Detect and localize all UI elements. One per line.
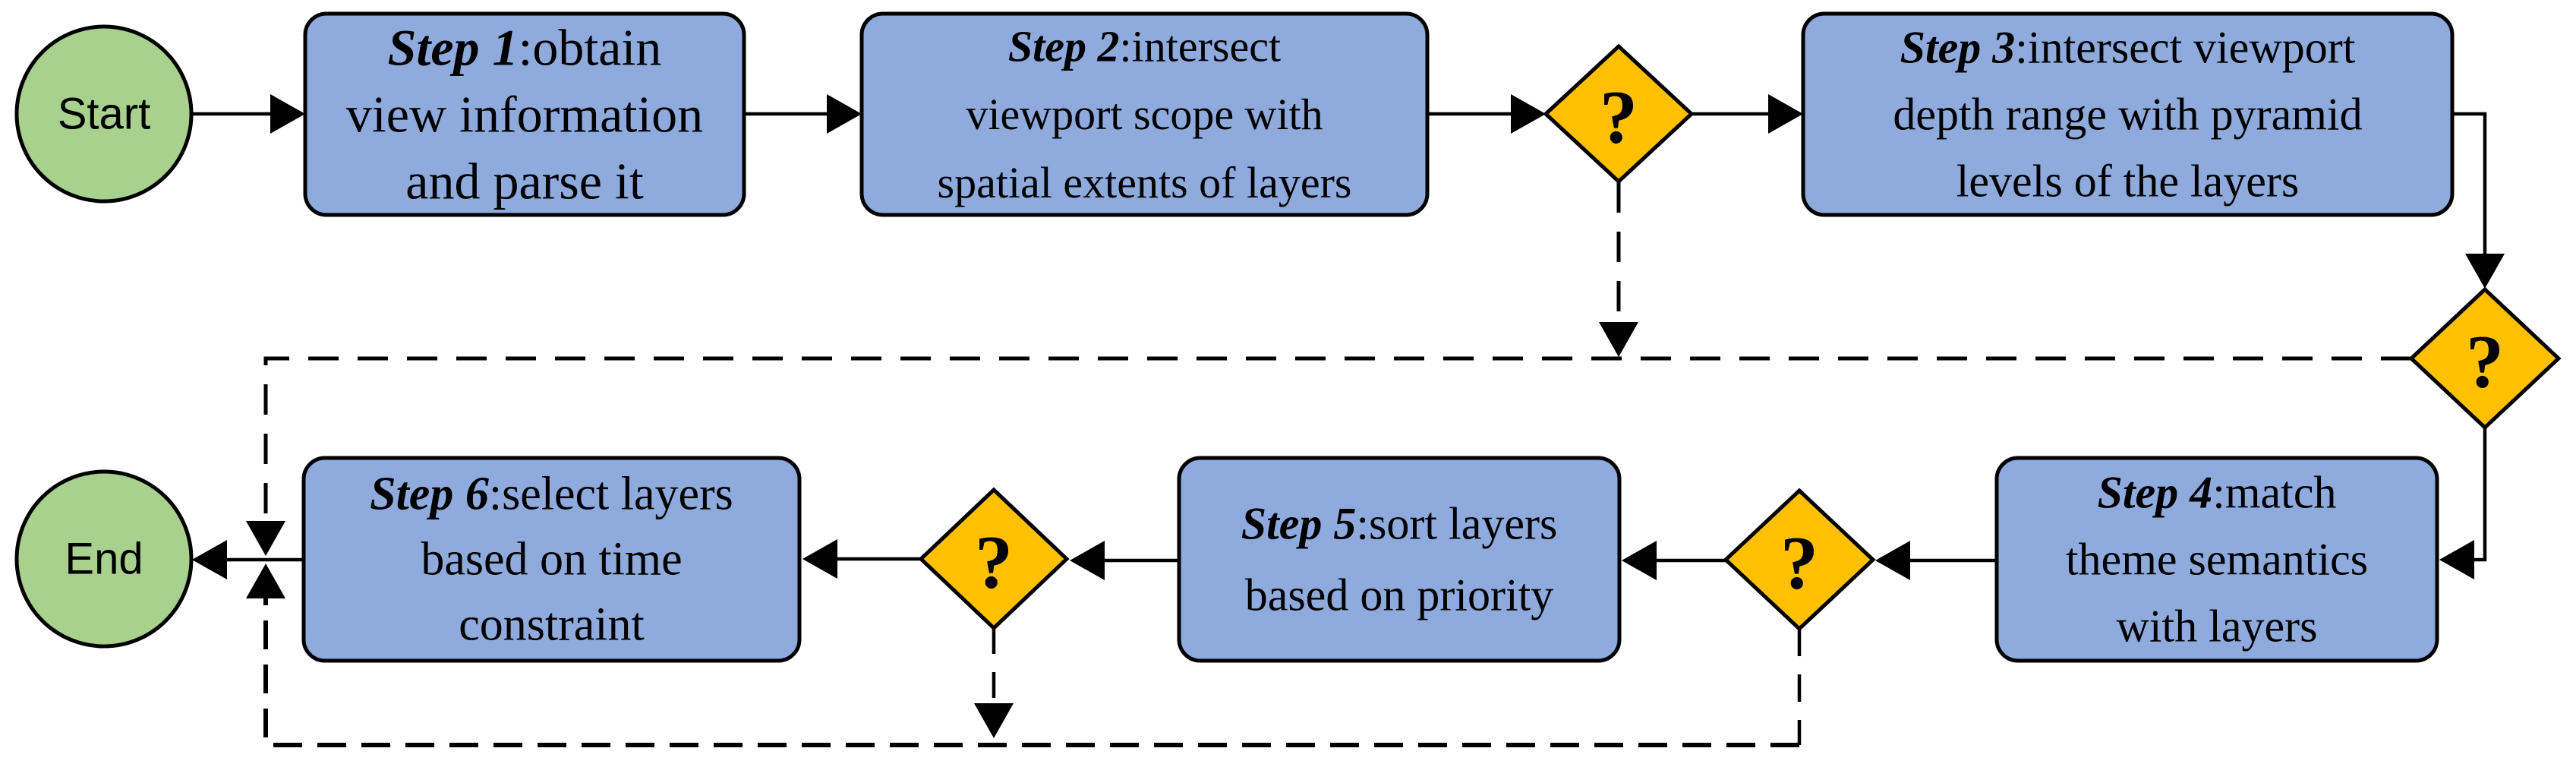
edge-step3-decision2 bbox=[2452, 112, 2505, 289]
decision1-label: ? bbox=[1600, 75, 1638, 159]
edge-decision3-no-branch-return bbox=[246, 564, 1799, 747]
decision1-node: ? bbox=[1543, 43, 1695, 185]
step3-label-line1: Step 3:intersect viewport bbox=[1900, 23, 2356, 73]
decision1-diamond bbox=[1543, 43, 1695, 185]
node-layer: Start Step 1:obtain view information and pa… bbox=[14, 11, 2562, 663]
step4-label-line2: theme semantics bbox=[2066, 535, 2368, 585]
edge-decision1-step3 bbox=[1692, 94, 1803, 134]
decision4-label: ? bbox=[975, 520, 1013, 605]
edge-step4-decision3-arrowhead-icon bbox=[1875, 541, 1910, 580]
edge-decision2-no-branch-arrowhead-icon bbox=[246, 521, 285, 556]
step4-box bbox=[1994, 456, 2439, 663]
step1-label-line2: view information bbox=[346, 86, 703, 144]
step2-node: Step 2:intersect viewport scope with spati… bbox=[859, 11, 1430, 217]
decision4-node: ? bbox=[918, 487, 1070, 631]
edge-step3-decision2-line bbox=[2452, 112, 2487, 260]
start-label: Start bbox=[58, 90, 151, 139]
edge-step5-decision4-arrowhead-icon bbox=[1070, 541, 1105, 580]
edge-step6-end-arrowhead-icon bbox=[192, 540, 227, 579]
edge-step2-decision1 bbox=[1427, 94, 1546, 134]
edge-step1-step2 bbox=[744, 94, 862, 134]
edge-step4-decision3 bbox=[1875, 541, 1997, 580]
edge-decision2-no-branch-line bbox=[263, 356, 2411, 527]
decision2-label: ? bbox=[2466, 320, 2504, 404]
step1-label-line1: Step 1:obtain bbox=[388, 19, 662, 77]
edge-decision1-step3-arrowhead-icon bbox=[1768, 94, 1803, 134]
step5-box bbox=[1177, 456, 1622, 663]
step6-node: Step 6:select layers based on time constra… bbox=[301, 456, 802, 663]
edge-step2-decision1-arrowhead-icon bbox=[1511, 94, 1546, 134]
edge-decision3-no-branch-return-arrowhead-icon bbox=[246, 564, 285, 598]
edge-decision3-step5 bbox=[1622, 541, 1726, 580]
edge-decision1-no-branch-arrowhead-icon bbox=[1599, 322, 1638, 357]
decision2-diamond bbox=[2408, 286, 2562, 431]
edge-step1-step2-arrowhead-icon bbox=[827, 94, 862, 134]
step3-node: Step 3:intersect viewport depth range wit… bbox=[1801, 11, 2455, 217]
edge-decision4-no-branch bbox=[974, 628, 1014, 738]
edge-layer bbox=[191, 94, 2505, 747]
edge-decision1-no-branch bbox=[1599, 182, 1638, 357]
step2-label-line1: Step 2:intersect bbox=[1008, 21, 1281, 71]
start-node: Start bbox=[14, 24, 194, 204]
end-label: End bbox=[65, 535, 143, 584]
edge-step5-decision4 bbox=[1070, 541, 1179, 580]
edge-decision4-step6-arrowhead-icon bbox=[802, 539, 837, 579]
step6-label-line1: Step 6:select layers bbox=[370, 469, 733, 520]
step6-box bbox=[301, 456, 802, 663]
step6-label-line3: constraint bbox=[459, 599, 645, 651]
edge-decision2-step4 bbox=[2439, 427, 2487, 579]
edge-decision2-no-branch bbox=[246, 356, 2411, 556]
step3-label-line3: levels of the layers bbox=[1956, 156, 2300, 207]
step5-node: Step 5:sort layers based on priority bbox=[1177, 456, 1622, 663]
decision3-node: ? bbox=[1723, 488, 1876, 632]
step4-label-line3: with layers bbox=[2117, 601, 2318, 652]
edge-step3-decision2-arrowhead-icon bbox=[2465, 254, 2505, 289]
edge-decision4-step6 bbox=[802, 539, 921, 579]
edge-decision4-no-branch-arrowhead-icon bbox=[974, 703, 1014, 738]
step4-label-line1: Step 4:match bbox=[2098, 468, 2337, 518]
edge-start-step1 bbox=[191, 94, 305, 134]
edge-start-step1-arrowhead-icon bbox=[270, 94, 305, 134]
edge-step6-end bbox=[192, 540, 304, 579]
decision4-diamond bbox=[918, 487, 1070, 631]
end-shape bbox=[14, 469, 194, 649]
decision3-label: ? bbox=[1780, 521, 1818, 605]
step2-box bbox=[859, 11, 1430, 217]
step1-box bbox=[303, 11, 746, 217]
edge-decision3-step5-arrowhead-icon bbox=[1622, 541, 1657, 580]
step2-label-line3: spatial extents of layers bbox=[938, 158, 1352, 207]
edge-decision3-no-branch-return-line bbox=[263, 592, 1799, 747]
step1-node: Step 1:obtain view information and parse i… bbox=[303, 11, 746, 217]
step4-node: Step 4:match theme semantics with layers bbox=[1994, 456, 2439, 663]
step5-label-line2: based on priority bbox=[1245, 570, 1554, 620]
decision3-diamond bbox=[1723, 488, 1876, 632]
end-node: End bbox=[14, 469, 194, 649]
step6-label-line2: based on time bbox=[421, 534, 682, 586]
step2-label-line2: viewport scope with bbox=[966, 90, 1323, 139]
start-shape bbox=[14, 24, 194, 204]
step1-label-line3: and parse it bbox=[405, 153, 644, 210]
edge-decision2-step4-arrowhead-icon bbox=[2439, 540, 2474, 579]
step3-label-line2: depth range with pyramid bbox=[1893, 90, 2362, 140]
step5-label-line1: Step 5:sort layers bbox=[1241, 499, 1558, 549]
decision2-node: ? bbox=[2408, 286, 2562, 431]
step3-box bbox=[1801, 11, 2455, 217]
